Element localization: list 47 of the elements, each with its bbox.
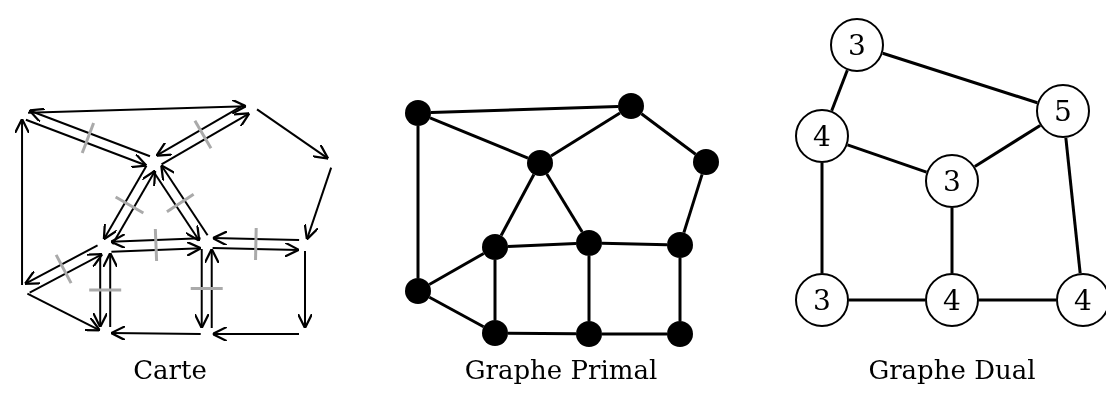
- edge-line: [429, 116, 529, 160]
- edge-line: [950, 208, 954, 273]
- vertex-dot: [667, 232, 693, 258]
- edge-line: [545, 173, 584, 233]
- numbered-circle: 4: [795, 109, 849, 163]
- vertex-dot: [482, 234, 508, 260]
- edge-line: [416, 126, 420, 278]
- caption: Carte: [133, 355, 207, 385]
- edge-line: [428, 252, 485, 286]
- edge-line: [507, 242, 577, 248]
- vertex-dot: [693, 149, 719, 175]
- numbered-circle: 3: [830, 18, 884, 72]
- numbered-circle: 4: [1056, 273, 1106, 327]
- numbered-circle: 3: [925, 154, 979, 208]
- edge-line: [974, 124, 1041, 168]
- edge-line: [550, 111, 621, 158]
- edge-line: [820, 163, 824, 273]
- edge-line: [587, 256, 591, 321]
- vertex-dot: [482, 320, 508, 346]
- edge-line: [493, 260, 497, 320]
- edge-line: [830, 69, 849, 112]
- vertex-dot: [527, 150, 553, 176]
- numbered-circle: 3: [795, 273, 849, 327]
- caption: Graphe Dual: [868, 355, 1036, 385]
- vertex-dot: [405, 100, 431, 126]
- edge-line: [849, 298, 925, 302]
- edge-line: [678, 258, 682, 321]
- edge-line: [979, 298, 1056, 302]
- vertex-dot: [667, 321, 693, 347]
- edge-line: [882, 51, 1038, 105]
- edge-line: [601, 241, 668, 247]
- edge-line: [1064, 137, 1082, 274]
- caption: Graphe Primal: [464, 355, 658, 385]
- edge-line: [430, 104, 619, 115]
- vertex-dot: [405, 278, 431, 304]
- edge-line: [682, 173, 704, 234]
- numbered-circle: 4: [925, 273, 979, 327]
- edge-line: [640, 112, 697, 156]
- vertex-dot: [576, 321, 602, 347]
- edge-line: [847, 143, 927, 174]
- numbered-circle: 5: [1036, 84, 1090, 138]
- vertex-dot: [618, 93, 644, 119]
- vertex-dot: [576, 230, 602, 256]
- edge-line: [499, 173, 536, 237]
- edge-line: [602, 332, 667, 336]
- edge-line: [428, 295, 485, 329]
- edge-line: [508, 331, 576, 336]
